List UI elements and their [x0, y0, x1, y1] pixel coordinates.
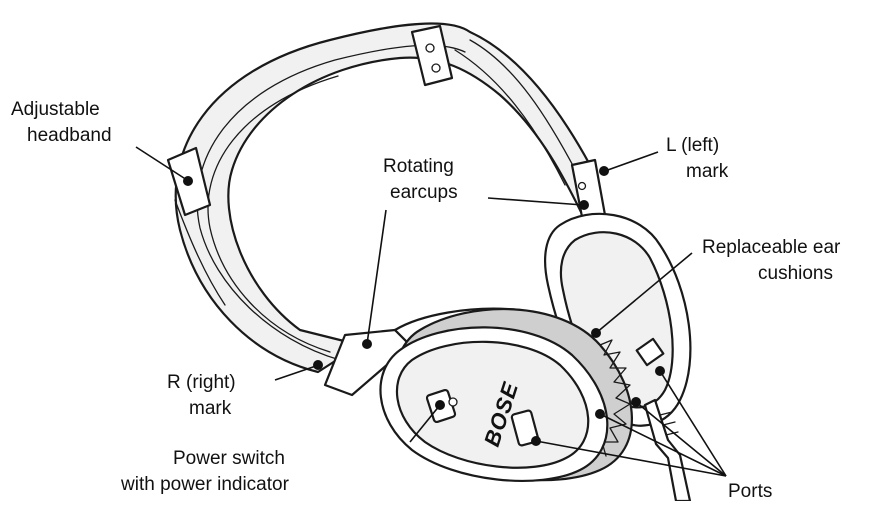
- label-r-mark-line1: R (right): [167, 372, 236, 393]
- label-ports: Ports: [728, 481, 772, 501]
- label-rotating-earcups-line2: earcups: [390, 182, 458, 203]
- callout-labels: Adjustable headband L (left) mark Rotati…: [11, 99, 841, 502]
- label-l-mark-line1: L (left): [666, 135, 719, 156]
- label-adjustable-headband-line2: headband: [27, 125, 112, 146]
- right-earcup: BOSE: [323, 307, 633, 482]
- label-r-mark-line2: mark: [189, 398, 232, 419]
- callout-leaders: [135, 146, 727, 477]
- label-adjustable-headband-line1: Adjustable: [11, 99, 100, 120]
- label-ear-cushions-line2: cushions: [758, 263, 833, 284]
- label-ear-cushions-line1: Replaceable ear: [702, 237, 841, 258]
- label-power-switch-line2: with power indicator: [120, 474, 290, 495]
- label-rotating-earcups-line1: Rotating: [383, 156, 454, 177]
- label-l-mark-line2: mark: [686, 161, 729, 182]
- label-power-switch-line1: Power switch: [173, 448, 285, 469]
